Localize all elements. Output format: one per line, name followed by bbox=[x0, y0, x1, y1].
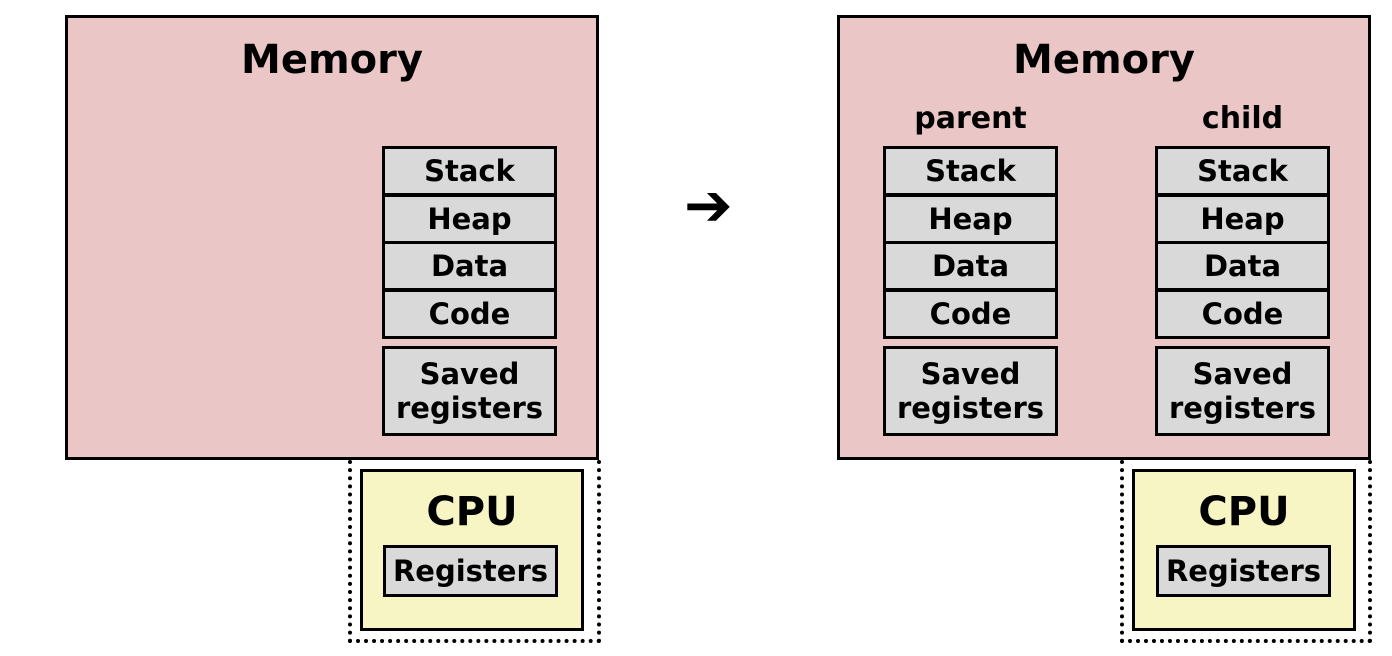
child-label: child bbox=[1201, 101, 1284, 136]
child-saved-line1: Saved bbox=[1192, 356, 1293, 391]
right-cpu-title: CPU bbox=[1198, 489, 1290, 535]
parent-stack-segment: Stack bbox=[883, 146, 1058, 196]
parent-heap-segment: Heap bbox=[883, 194, 1058, 244]
parent-saved-registers: Saved registers bbox=[883, 346, 1058, 436]
parent-saved-line2: registers bbox=[896, 391, 1045, 425]
left-saved-line2: registers bbox=[395, 391, 544, 425]
parent-saved-line1: Saved bbox=[920, 356, 1021, 391]
left-saved-registers: Saved registers bbox=[382, 346, 557, 436]
child-code-segment: Code bbox=[1155, 289, 1330, 339]
left-data-segment: Data bbox=[382, 241, 557, 291]
left-code-segment: Code bbox=[382, 289, 557, 339]
parent-label: parent bbox=[914, 101, 1027, 136]
child-stack-segment: Stack bbox=[1155, 146, 1330, 196]
left-registers-box: Registers bbox=[383, 545, 558, 597]
right-cpu-box: CPU Registers bbox=[1132, 469, 1356, 631]
child-data-segment: Data bbox=[1155, 241, 1330, 291]
parent-code-segment: Code bbox=[883, 289, 1058, 339]
child-heap-segment: Heap bbox=[1155, 194, 1330, 244]
right-arrow-icon: ➔ bbox=[684, 171, 733, 239]
left-memory-title: Memory bbox=[241, 37, 423, 83]
left-heap-segment: Heap bbox=[382, 194, 557, 244]
right-registers-box: Registers bbox=[1156, 545, 1331, 597]
child-saved-registers: Saved registers bbox=[1155, 346, 1330, 436]
left-saved-line1: Saved bbox=[419, 356, 520, 391]
right-memory-title: Memory bbox=[1013, 37, 1195, 83]
right-cpu-context-outline bbox=[1120, 460, 1372, 643]
parent-data-segment: Data bbox=[883, 241, 1058, 291]
left-cpu-box: CPU Registers bbox=[360, 469, 584, 631]
left-cpu-context-outline bbox=[348, 460, 601, 643]
left-stack-segment: Stack bbox=[382, 146, 557, 196]
child-saved-line2: registers bbox=[1168, 391, 1317, 425]
left-cpu-title: CPU bbox=[426, 489, 518, 535]
